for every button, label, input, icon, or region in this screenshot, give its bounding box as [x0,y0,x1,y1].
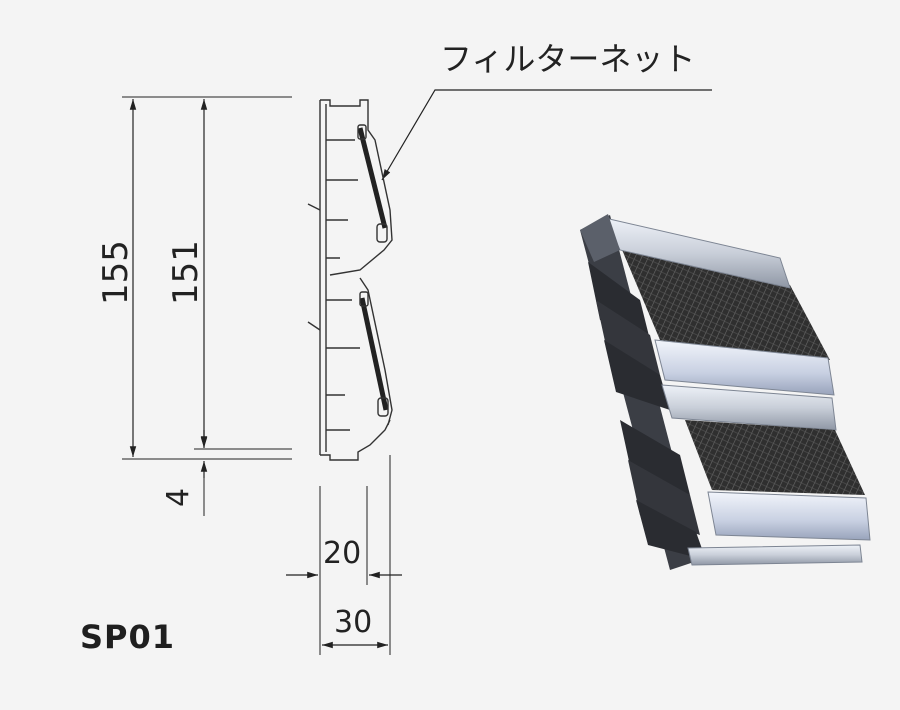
dimension-20-label: 20 [323,536,361,571]
dimension-4-label: 4 [161,488,196,507]
callout-leader [381,89,712,181]
product-3d-render [580,214,871,570]
dimension-30: 30 [319,455,391,655]
dimension-151: 151 [166,99,292,450]
callout-label: フィルターネット [440,40,695,78]
dimension-4: 4 [161,430,208,516]
dimension-151-label: 151 [166,240,206,305]
profile-cross-section [307,99,393,461]
dimension-30-label: 30 [334,605,372,640]
dimension-155: 155 [96,96,292,460]
dimension-20: 20 [286,486,402,585]
dimension-155-label: 155 [96,240,136,305]
product-code: SP01 [80,618,176,656]
